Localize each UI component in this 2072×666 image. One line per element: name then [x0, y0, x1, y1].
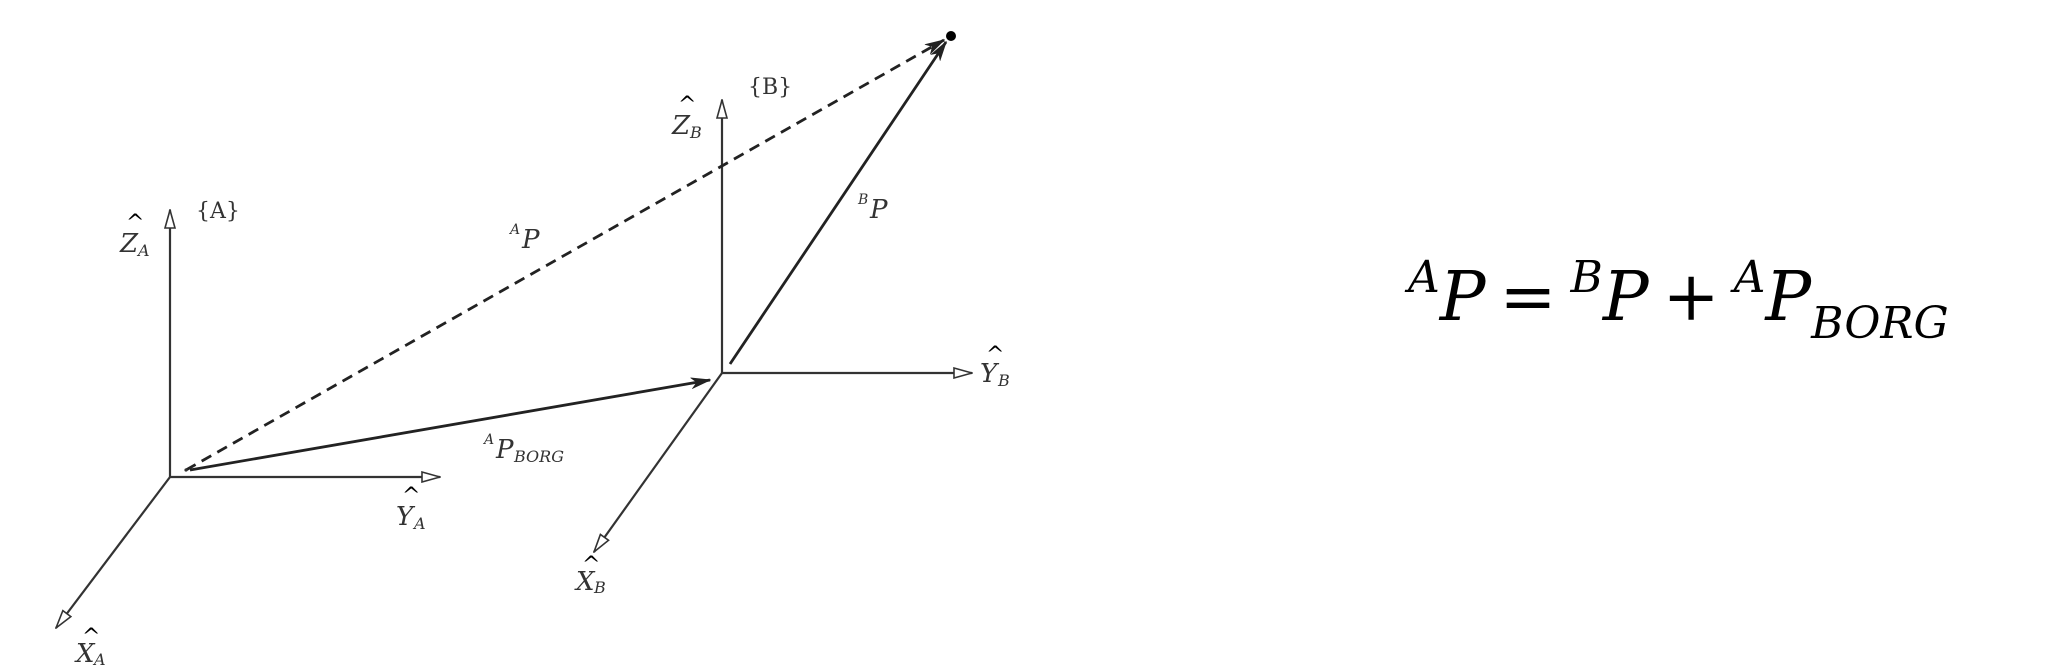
- svg-text:P: P: [521, 225, 540, 255]
- vector-ap-label: A P: [508, 222, 540, 255]
- frame-b-label: {B}: [748, 75, 792, 100]
- svg-text:X: X: [574, 567, 596, 597]
- frame-b-x-label: ^ X B: [574, 553, 606, 597]
- frame-b-axes: [594, 100, 972, 552]
- svg-text:Z: Z: [671, 111, 691, 141]
- equals-sign: =: [1499, 258, 1557, 337]
- frame-a-label: {A}: [196, 199, 240, 224]
- svg-text:^: ^: [678, 93, 696, 118]
- svg-text:B: B: [857, 192, 868, 208]
- frame-a-x-label: ^ X A: [74, 625, 106, 666]
- term2-subscript: BORG: [1811, 298, 1949, 349]
- vector-bp: [728, 42, 948, 365]
- frame-a-x-axis: [56, 476, 171, 628]
- svg-text:^: ^: [82, 625, 100, 650]
- svg-text:^: ^: [402, 484, 420, 509]
- svg-text:Y: Y: [980, 359, 1000, 389]
- svg-text:A: A: [92, 650, 106, 666]
- lhs-superscript: A: [1408, 252, 1440, 303]
- point-p: [946, 31, 956, 41]
- term2-superscript: A: [1733, 252, 1766, 303]
- plus-sign: +: [1662, 258, 1720, 337]
- svg-text:A: A: [508, 222, 520, 238]
- svg-text:^: ^: [126, 211, 144, 236]
- svg-text:B: B: [689, 123, 702, 142]
- svg-text:P: P: [869, 195, 888, 225]
- svg-text:Y: Y: [396, 502, 416, 532]
- vector-ap-borg-label: A P BORG: [482, 432, 564, 466]
- term2-symbol: P: [1765, 258, 1812, 337]
- svg-text:BORG: BORG: [513, 447, 564, 466]
- vector-bp-label: B P: [857, 192, 888, 225]
- svg-text:P: P: [495, 435, 514, 465]
- term1-superscript: B: [1570, 252, 1603, 303]
- lhs-symbol: P: [1439, 258, 1486, 337]
- svg-text:B: B: [997, 371, 1010, 390]
- svg-text:^: ^: [986, 343, 1004, 368]
- origin-a-dot: [184, 468, 188, 472]
- svg-text:A: A: [412, 514, 426, 533]
- frame-a-axes: [56, 210, 440, 628]
- frames-diagram: {A} ^ Z A ^ Y A ^ X A {B} ^ Z B ^ Y B ^ …: [0, 31, 1010, 666]
- frame-b-y-label: ^ Y B: [980, 343, 1010, 390]
- frame-b-z-label: ^ Z B: [671, 93, 702, 142]
- frame-b-x-axis: [594, 372, 723, 552]
- svg-text:X: X: [74, 639, 96, 666]
- svg-text:^: ^: [582, 553, 600, 578]
- frame-translation-equation: AP=BP+APBORG: [1408, 252, 2058, 378]
- term1-symbol: P: [1602, 258, 1649, 337]
- vector-ap-borg: [189, 380, 710, 472]
- frame-a-y-label: ^ Y A: [396, 484, 426, 533]
- svg-text:B: B: [593, 578, 606, 597]
- svg-text:A: A: [136, 241, 150, 260]
- frame-a-z-label: ^ Z A: [119, 211, 150, 260]
- svg-text:Z: Z: [119, 229, 139, 259]
- vector-ap-dashed: [185, 38, 944, 472]
- svg-text:A: A: [482, 432, 494, 448]
